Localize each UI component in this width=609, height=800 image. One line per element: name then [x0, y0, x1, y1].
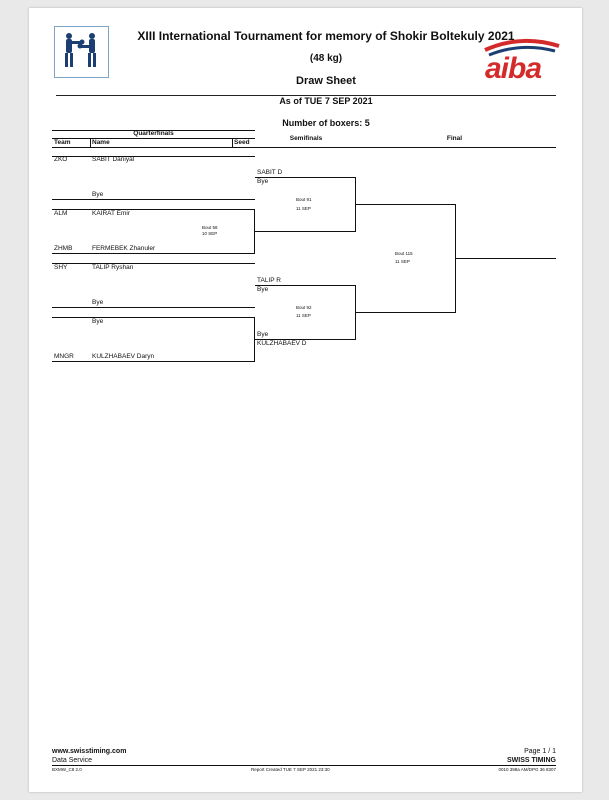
boxers-logo-icon	[54, 26, 109, 78]
qf-line	[52, 317, 255, 318]
sf-line	[255, 339, 356, 340]
footer-service: Data Service	[52, 757, 93, 764]
qf-team: SHY	[54, 264, 68, 271]
qf-name: Bye	[92, 299, 104, 306]
footer-website[interactable]: www.swisstiming.com	[52, 748, 127, 755]
sf-bracket	[355, 177, 356, 232]
bout-number: Bout 58	[202, 225, 218, 230]
sf-name: TALIP R	[257, 277, 281, 284]
qf-line	[52, 156, 255, 157]
sf-opponent: Bye	[257, 178, 269, 185]
footer-code: BXMW_C8 2.0	[52, 767, 82, 772]
qf-header: Quarterfinals	[133, 130, 174, 137]
qf-line	[52, 199, 255, 200]
bout-number: Bout 91	[296, 197, 312, 202]
sf-opponent: KULZHABAEV D	[257, 340, 307, 347]
winner-line	[456, 258, 556, 259]
draw-sheet-page: XIII International Tournament for memory…	[29, 8, 582, 792]
footer-brand: SWISS TIMING	[507, 757, 556, 764]
qf-line	[52, 361, 255, 362]
footer-page: Page 1 / 1	[524, 748, 556, 755]
footer-version: 0010 398a AM/DPG 36 8307	[498, 767, 556, 772]
sf-name: Bye	[257, 331, 269, 338]
final-line	[356, 204, 456, 205]
header-divider	[56, 95, 556, 96]
qf-bracket	[254, 317, 255, 362]
qf-line	[52, 263, 255, 264]
qf-line	[52, 307, 255, 308]
qf-name: TALIP Ryshan	[92, 264, 134, 271]
qf-name: Bye	[92, 191, 104, 198]
as-of-date: As of TUE 7 SEP 2021	[279, 96, 373, 106]
bout-date: 11 SEP	[296, 206, 311, 211]
qf-team: ZKO	[54, 156, 68, 163]
sf-name: SABIT D	[257, 169, 283, 176]
final-line	[356, 312, 456, 313]
qf-team: MNGR	[54, 353, 74, 360]
qf-name: KULZHABAEV Daryn	[92, 353, 155, 360]
number-of-boxers: Number of boxers: 5	[282, 118, 370, 128]
final-bracket	[455, 204, 456, 313]
qf-name: FERMEBEK Zhanuler	[92, 245, 156, 252]
sf-line	[255, 285, 356, 286]
col-sep	[232, 138, 233, 147]
qf-team: ALM	[54, 210, 68, 217]
bout-date: 11 SEP	[395, 259, 410, 264]
name-header: Name	[92, 139, 110, 146]
qf-header-top	[52, 130, 255, 131]
seed-header: Seed	[234, 139, 250, 146]
sf-line	[255, 177, 356, 178]
qf-bracket	[254, 209, 255, 254]
bout-date: 11 SEP	[296, 313, 311, 318]
qf-name: KAIRAT Emir	[92, 210, 131, 217]
sheet-title: Draw Sheet	[296, 75, 356, 87]
qf-team: ZHMB	[54, 245, 73, 252]
tournament-title: XIII International Tournament for memory…	[137, 29, 515, 43]
aiba-logo: aiba	[481, 36, 563, 86]
bout-number: Bout 92	[296, 305, 312, 310]
sf-opponent: Bye	[257, 286, 269, 293]
qf-name: Bye	[92, 318, 104, 325]
footer-divider	[52, 765, 556, 766]
final-header: Final	[446, 135, 463, 142]
team-header: Team	[54, 139, 71, 146]
col-sep	[90, 138, 91, 147]
header-bottom-line	[52, 147, 556, 148]
aiba-wordmark: aiba	[485, 52, 542, 85]
bout-number: Bout 115	[395, 251, 413, 256]
qf-line	[52, 253, 255, 254]
sf-line	[255, 231, 356, 232]
footer-report: Report Created TUE 7 SEP 2021 23:30	[251, 767, 330, 772]
semifinals-header: Semifinals	[289, 135, 323, 142]
qf-header-divider	[52, 138, 255, 139]
bout-date: 10 SEP	[202, 231, 218, 236]
qf-name: SABIT Daniyal	[92, 156, 135, 163]
qf-line	[52, 209, 255, 210]
sf-bracket	[355, 285, 356, 340]
weight-class: (48 kg)	[309, 53, 343, 64]
